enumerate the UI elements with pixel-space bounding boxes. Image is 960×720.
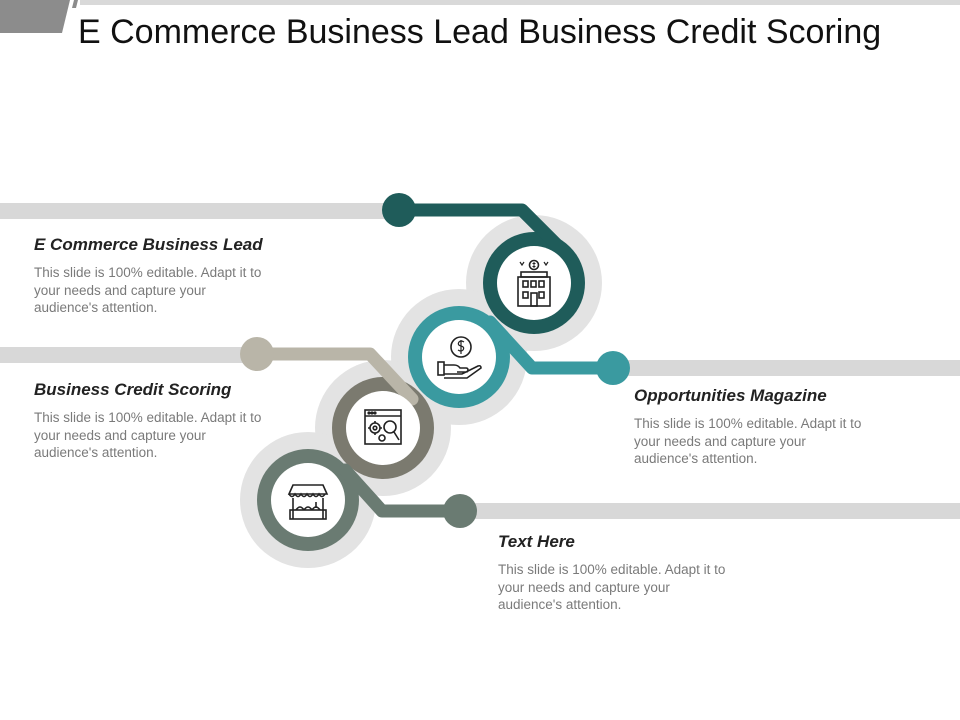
web-settings-search-icon <box>364 409 402 445</box>
band-3 <box>612 360 960 376</box>
connector-3 <box>483 315 620 375</box>
node-3 <box>596 351 630 385</box>
disc-4 <box>271 463 345 537</box>
item-heading: Opportunities Magazine <box>634 386 827 405</box>
item-heading: E Commerce Business Lead <box>34 235 263 254</box>
top-rule <box>80 0 960 5</box>
band-2 <box>0 347 258 363</box>
item-block-opportunities-magazine: Opportunities Magazine This slide is 100… <box>634 386 869 468</box>
item-body: This slide is 100% editable. Adapt it to… <box>634 416 862 466</box>
building-icon <box>517 259 551 307</box>
item-body: This slide is 100% editable. Adapt it to… <box>34 265 262 315</box>
item-block-e-commerce-business-lead: E Commerce Business Lead This slide is 1… <box>34 235 269 317</box>
item-heading: Business Credit Scoring <box>34 380 232 399</box>
slide-title: E Commerce Business Lead Business Credit… <box>78 13 882 51</box>
node-2 <box>240 337 274 371</box>
item-body: This slide is 100% editable. Adapt it to… <box>498 562 726 612</box>
connector-4 <box>338 463 467 518</box>
node-1 <box>382 193 416 227</box>
market-stall-icon <box>287 484 329 520</box>
item-heading: Text Here <box>498 532 575 551</box>
band-1 <box>0 203 400 219</box>
connector-2 <box>250 347 419 406</box>
disc-2 <box>346 391 420 465</box>
hand-coin-icon <box>437 336 482 379</box>
connector-1 <box>392 203 574 262</box>
corner-bar <box>0 0 70 33</box>
item-block-business-credit-scoring: Business Credit Scoring This slide is 10… <box>34 380 269 462</box>
item-body: This slide is 100% editable. Adapt it to… <box>34 410 262 460</box>
band-4 <box>460 503 960 519</box>
item-block-text-here: Text Here This slide is 100% editable. A… <box>498 532 733 614</box>
disc-1 <box>497 246 571 320</box>
corner-accent <box>72 0 78 8</box>
node-4 <box>443 494 477 528</box>
